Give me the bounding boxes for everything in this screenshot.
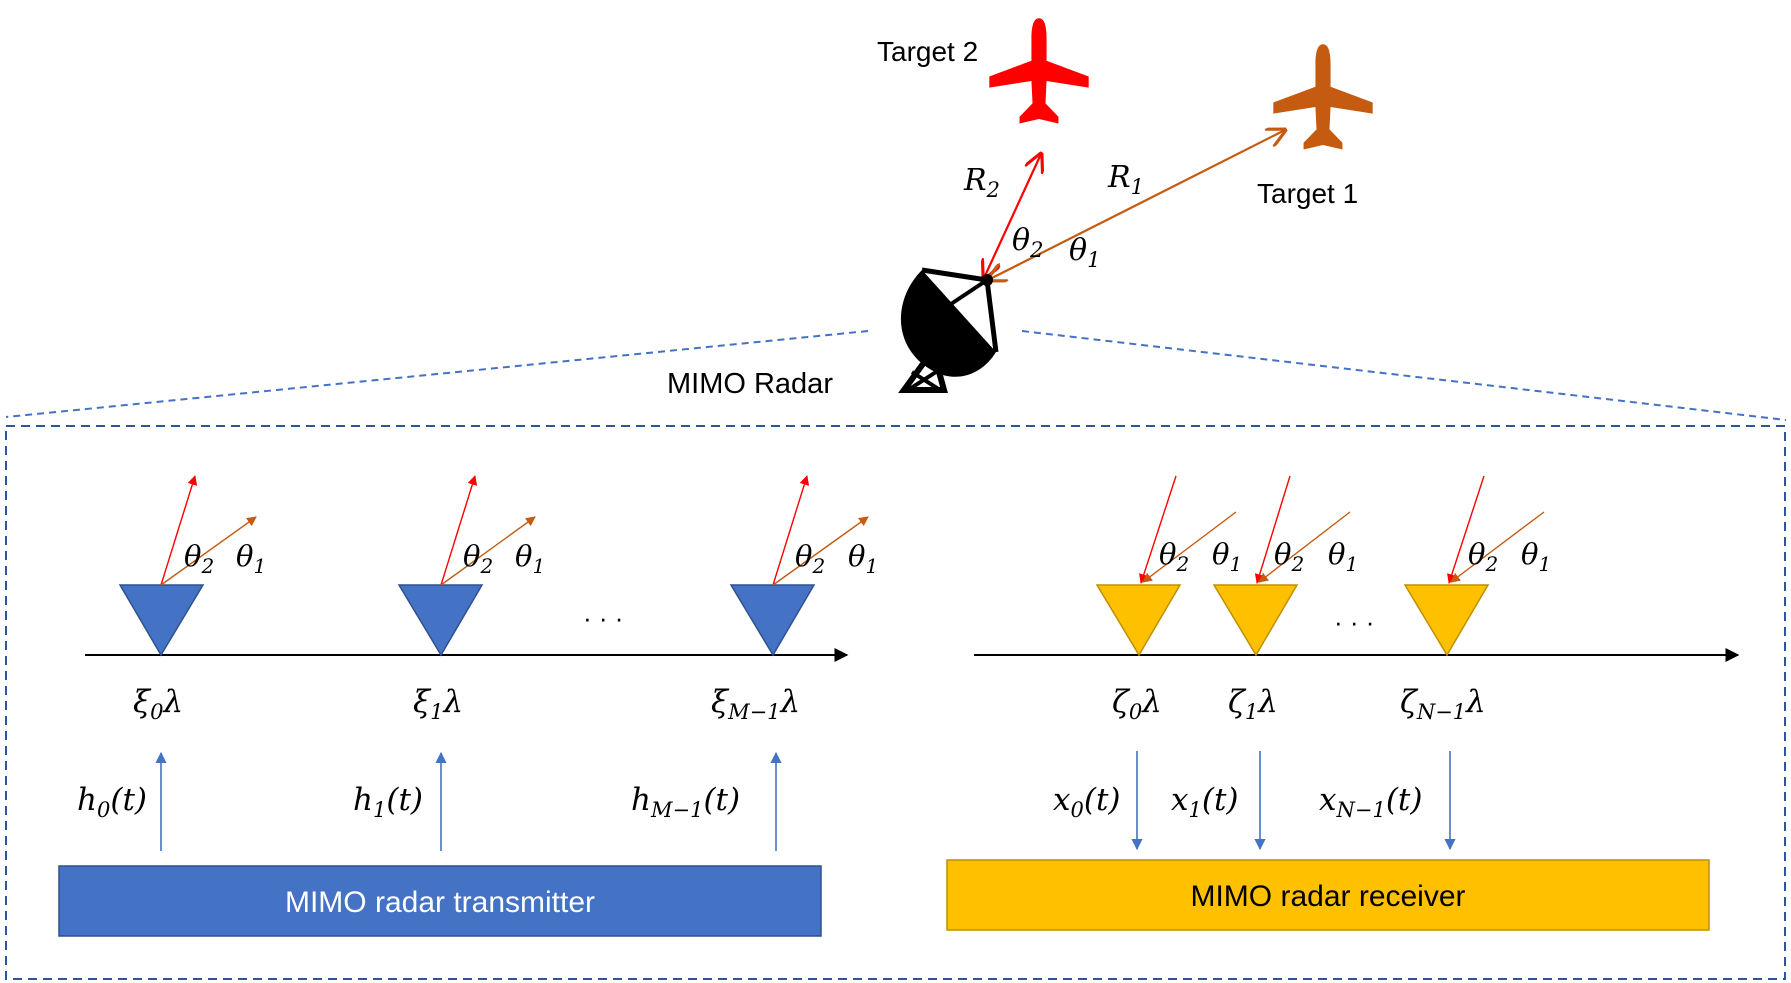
rx-signal-label: x1(t) — [1171, 782, 1239, 822]
tx-antenna — [118, 584, 205, 657]
tx-position-label: ξ0λ — [133, 684, 183, 724]
transmitter-array: θ2 θ1 ξ0λ h0(t) θ2 θ1 ξ1λ h1(t) · · · θ2… — [58, 475, 878, 937]
rx-theta1-label: θ1 — [1521, 537, 1551, 576]
tx-theta1-label: θ1 — [848, 539, 878, 578]
tx-antenna — [729, 584, 816, 657]
tx-position-label: ξ1λ — [413, 684, 463, 724]
rx-position-label: ζN−1λ — [1400, 684, 1486, 724]
tx-element: θ2 θ1 ξ0λ h0(t) — [77, 475, 266, 851]
zoom-line-right — [1021, 330, 1787, 421]
rx-signal-label: x0(t) — [1053, 782, 1121, 822]
tx-signal-label: h0(t) — [77, 782, 147, 822]
rx-signal-label: xN−1(t) — [1319, 782, 1422, 822]
receiver-array: θ2 θ1 ζ0λ x0(t) θ2 θ1 ζ1λ x1(t) · · · θ2… — [946, 475, 1740, 931]
rx-beam-target2 — [1447, 475, 1485, 584]
rx-beam-target1 — [1450, 511, 1545, 583]
rx-theta1-label: θ1 — [1328, 537, 1358, 576]
rx-antenna — [1095, 584, 1182, 657]
theta2-label: θ2 — [1012, 223, 1043, 262]
scene: Target 2 Target 1 R2 R1 θ2 θ1 MIMO Radar — [667, 18, 1373, 400]
rx-ellipsis: · · · — [1334, 607, 1374, 637]
tx-ellipsis: · · · — [583, 603, 623, 633]
radar-label: MIMO Radar — [667, 368, 833, 400]
rx-beam-target1 — [1258, 511, 1351, 583]
rx-element: θ2 θ1 ζ1λ x1(t) — [1171, 475, 1358, 851]
rx-beam-target2 — [1254, 475, 1291, 584]
tx-beam-target1 — [440, 516, 536, 586]
rx-theta1-label: θ1 — [1212, 537, 1242, 576]
airplane-icon — [1273, 44, 1373, 150]
range-r1-arrow — [988, 130, 1285, 280]
tx-beam-target1 — [772, 516, 869, 586]
r2-label: R2 — [963, 163, 1000, 202]
tx-element: θ2 θ1 ξM−1λ hM−1(t) — [631, 475, 878, 851]
airplane-icon — [989, 18, 1089, 124]
tx-theta1-label: θ1 — [236, 539, 266, 578]
transmitter-label: MIMO radar transmitter — [285, 886, 595, 919]
tx-theta2-label: θ2 — [463, 539, 493, 578]
target1-label: Target 1 — [1257, 178, 1358, 209]
rx-theta2-label: θ2 — [1468, 537, 1498, 576]
rx-antenna — [1403, 584, 1490, 657]
r1-label: R1 — [1107, 160, 1144, 199]
rx-theta2-label: θ2 — [1159, 537, 1189, 576]
receiver-box — [946, 859, 1710, 931]
receiver-label: MIMO radar receiver — [1190, 880, 1465, 913]
rx-position-label: ζ0λ — [1112, 684, 1162, 724]
rx-element: θ2 θ1 ζ0λ x0(t) — [1053, 475, 1242, 851]
tx-beam-target2 — [440, 475, 478, 586]
tx-theta2-label: θ2 — [795, 539, 825, 578]
target2-label: Target 2 — [877, 36, 978, 67]
tx-theta2-label: θ2 — [184, 539, 214, 578]
rx-position-label: ζ1λ — [1228, 684, 1278, 724]
zoom-line-left — [5, 330, 869, 418]
tx-position-label: ξM−1λ — [711, 684, 800, 724]
dashed-frame — [5, 425, 1786, 980]
rx-antenna — [1212, 584, 1299, 657]
rx-beam-target2 — [1139, 475, 1177, 584]
tx-antenna — [397, 584, 484, 657]
tx-element: θ2 θ1 ξ1λ h1(t) — [353, 475, 545, 851]
tx-beam-target1 — [160, 516, 257, 586]
rx-theta2-label: θ2 — [1274, 537, 1304, 576]
tx-theta1-label: θ1 — [515, 539, 545, 578]
tx-beam-target2 — [772, 475, 810, 586]
zoom-frame — [5, 330, 1787, 980]
transmitter-box — [58, 865, 822, 937]
tx-signal-label: h1(t) — [353, 782, 423, 822]
theta1-label: θ1 — [1069, 233, 1100, 272]
satellite-dish-icon — [898, 267, 999, 393]
tx-signal-label: hM−1(t) — [631, 782, 740, 822]
rx-element: θ2 θ1 ζN−1λ xN−1(t) — [1319, 475, 1551, 851]
rx-beam-target1 — [1142, 511, 1237, 583]
tx-beam-target2 — [160, 475, 198, 586]
